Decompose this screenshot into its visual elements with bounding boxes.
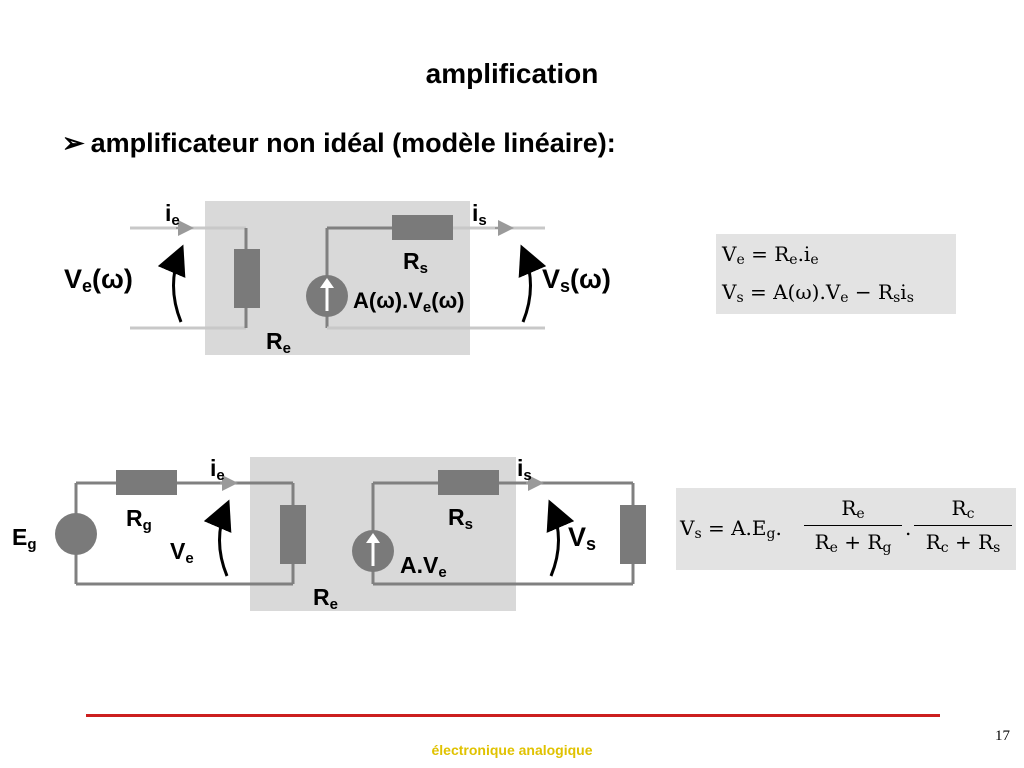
fraction-1-denominator: Re + Rg [814,530,892,556]
slide-title: amplification [425,58,599,89]
c1-rs-label: Rs [403,248,428,277]
c2-source-label: A.Ve [400,552,447,581]
c1-vs-arrow [518,244,547,323]
c2-is-label: is [517,455,532,484]
equation-gain-lhs: Vs = A.Eg. [680,516,782,542]
c2-rs-resistor [438,470,499,495]
c2-re-resistor [280,505,306,564]
c1-re-label: Re [266,328,291,357]
c1-source-label: A(ω).Ve(ω) [353,288,465,316]
equation-box-1: Ve = Re.ie Vs = A(ω).Ve − Rsis [716,234,956,314]
fraction-2-bar [914,525,1012,526]
c1-source-arrow-head [320,278,334,288]
c2-vs-label: Vs [568,522,597,554]
c2-generator-source [55,513,97,555]
c1-ve-arrow [157,244,186,323]
c1-ve-label: Ve(ω) [64,264,133,296]
equation-vs: Vs = A(ω).Ve − Rsis [722,280,914,306]
c2-rg-resistor [116,470,177,495]
equation-box-2: Vs = A.Eg. Re Re + Rg . Rc Rc + Rs [676,488,1016,570]
c1-is-label: is [472,200,487,229]
equation-dot: . [905,516,912,540]
fraction-input-divider: Re Re + Rg [804,498,902,555]
c2-rg-label: Rg [126,505,152,534]
c1-vs-label: Vs(ω) [542,264,611,296]
c2-rs-label: Rs [448,504,473,533]
c2-ve-arrow [203,499,232,577]
page-number: 17 [995,728,1010,744]
c2-source-arrow-head [366,533,380,543]
bullet-text: amplificateur non idéal (modèle linéaire… [90,128,616,158]
fraction-output-divider: Rc Rc + Rs [914,498,1012,555]
c2-eg-label: Eg [12,524,37,553]
c1-ie-label: ie [165,200,180,229]
c1-re-resistor [234,249,260,308]
fraction-1-numerator: Re [841,496,865,522]
equation-ve: Ve = Re.ie [722,242,819,268]
c2-rc-resistor [620,505,646,564]
fraction-2-numerator: Rc [951,496,975,522]
bullet-heading: ➢amplificateur non idéal (modèle linéair… [62,128,616,159]
c2-ve-label: Ve [170,538,194,567]
footer-text: électronique analogique [431,742,593,758]
c2-re-label: Re [313,584,338,613]
footer-divider [86,714,940,717]
bullet-arrow-icon: ➢ [62,128,85,158]
fraction-2-denominator: Rc + Rs [925,530,1001,556]
c1-rs-resistor [392,215,453,240]
c2-ie-label: ie [210,455,225,484]
c2-vs-arrow [546,499,575,577]
fraction-1-bar [804,525,902,526]
